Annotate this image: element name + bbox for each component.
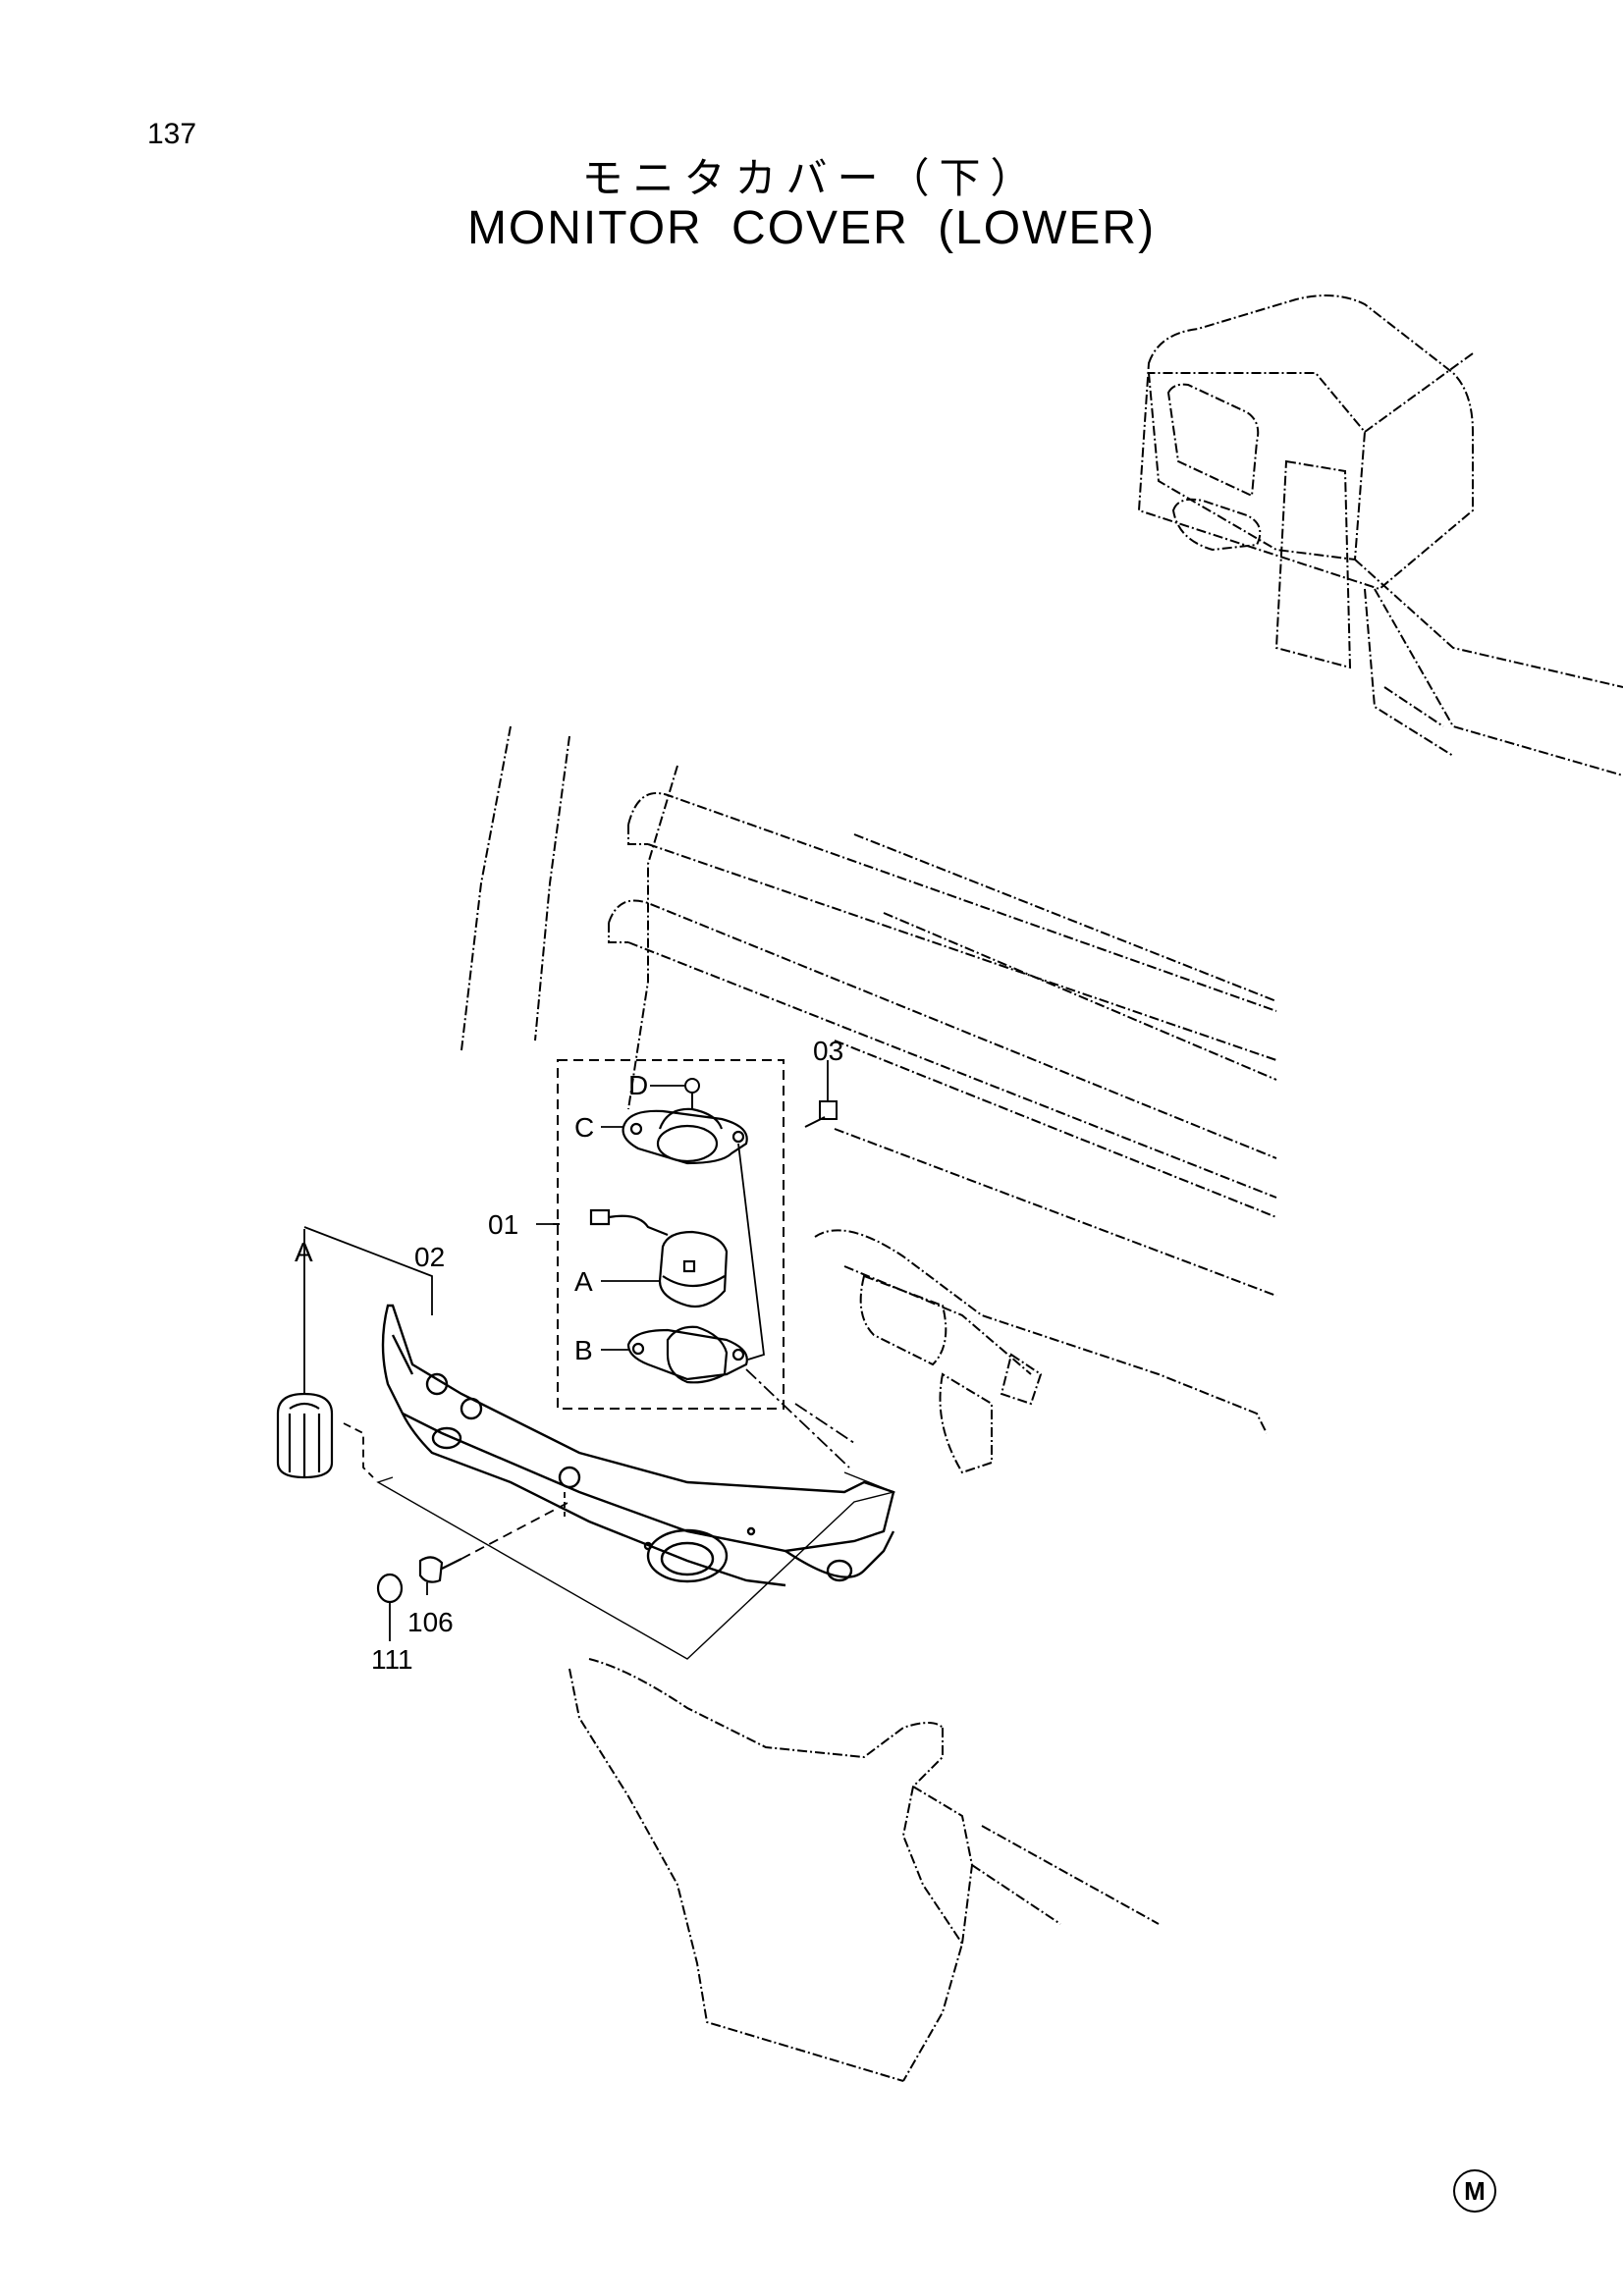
callout-c: C — [574, 1112, 594, 1143]
title-japanese: モニタカバー（下） — [581, 154, 1042, 202]
cab-illustration — [1137, 294, 1623, 776]
page-number: 137 — [147, 118, 197, 150]
part-111-plug — [376, 1573, 404, 1604]
leader-lines — [303, 1060, 896, 1660]
part-106-bolt — [418, 1556, 462, 1583]
callout-a-sub: A — [574, 1266, 593, 1297]
assembly-01-box — [557, 1059, 784, 1410]
part-a-clip — [276, 1392, 334, 1479]
corner-mark: M — [1453, 2169, 1496, 2213]
part-d-screw — [684, 1078, 700, 1109]
callout-a-top: A — [295, 1237, 313, 1267]
callout-d: D — [628, 1070, 648, 1100]
lower-cover-panel — [568, 1658, 1160, 2082]
monitor-cover-lower — [381, 1304, 895, 1587]
cabin-frame — [460, 725, 1277, 1474]
part-03-screw — [804, 1100, 838, 1128]
callout-111: 111 — [371, 1644, 413, 1675]
callout-02: 02 — [414, 1242, 445, 1272]
callout-b: B — [574, 1335, 593, 1365]
part-c-bracket — [622, 1107, 748, 1165]
callout-03: 03 — [813, 1036, 843, 1066]
callout-01: 01 — [488, 1209, 518, 1240]
part-b-bracket — [626, 1325, 748, 1384]
title-english: MONITOR COVER (LOWER) — [466, 202, 1157, 254]
callout-106: 106 — [407, 1607, 454, 1637]
part-a-body — [589, 1208, 729, 1308]
